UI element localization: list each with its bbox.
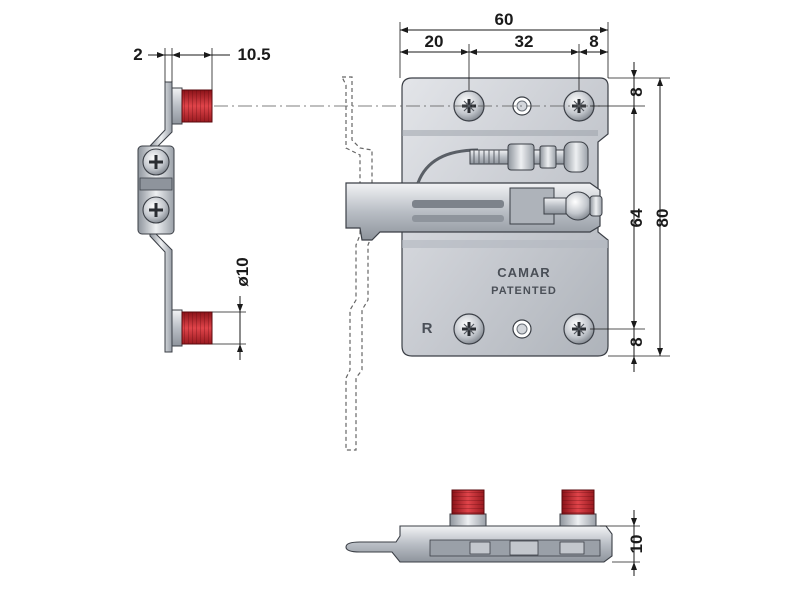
upper-dowel-thread-lines: [182, 90, 212, 122]
lower-dowel-collar: [171, 309, 183, 347]
dim-right-lower: 8: [627, 337, 646, 346]
dim-bottom-height: 10: [627, 535, 646, 554]
dim-top-right: 8: [589, 32, 598, 51]
screw-bottom-right: [563, 313, 595, 345]
nut-2: [539, 145, 557, 169]
slide-slot-2: [412, 215, 504, 222]
lower-dowel-thread-lines: [182, 312, 212, 344]
dim-top-total: 60: [495, 10, 514, 29]
bottom-mechanism-detail: [469, 540, 585, 556]
brand-label: CAMAR: [497, 265, 550, 280]
ball-joint-neck: [543, 197, 567, 215]
screw-bottom-left: [453, 313, 485, 345]
hole-bottom-inner: [516, 323, 528, 335]
upper-dowel-collar: [171, 87, 183, 125]
dim-right-total: 80: [653, 209, 672, 228]
bottom-dowel-right-collar: [559, 513, 597, 527]
side-rod: [139, 177, 173, 191]
dim-side-b: 10.5: [237, 45, 270, 64]
cabinet-profile-dashed: [341, 76, 373, 451]
patent-label: PATENTED: [491, 285, 557, 297]
slide-slot: [412, 200, 504, 208]
bottom-dowel-left-collar: [449, 513, 487, 527]
side-view: [137, 81, 213, 353]
plate-upper-band: [402, 130, 598, 136]
dim-side-a: 2: [133, 45, 142, 64]
front-view: CAMAR PATENTED R: [341, 76, 609, 451]
bottom-dowel-left-lines: [452, 490, 484, 514]
screw-head-side: [563, 141, 589, 173]
bottom-view: [345, 489, 613, 563]
side-screw-lower: [142, 196, 170, 224]
side-marker-label: R: [422, 320, 433, 337]
rod-threads: [473, 150, 500, 164]
dim-top-mid: 32: [515, 32, 534, 51]
spring-wire: [416, 148, 479, 184]
side-screw-upper: [142, 148, 170, 176]
dim-diameter: ø10: [233, 257, 252, 286]
dim-right-upper: 8: [627, 87, 646, 96]
ball-joint-cap: [589, 195, 603, 217]
dimension-lines: [148, 22, 670, 576]
dim-top-left: 20: [425, 32, 444, 51]
nut: [507, 143, 535, 171]
bottom-dowel-right-lines: [562, 490, 594, 514]
ball-joint: [563, 191, 593, 221]
dim-right-middle: 64: [627, 208, 646, 227]
plate-lower-band: [402, 240, 608, 248]
